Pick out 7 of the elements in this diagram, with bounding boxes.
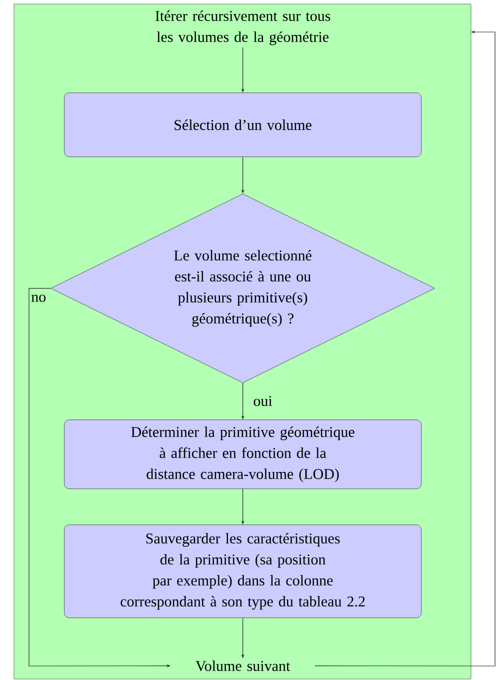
process-box: Sélection d’un volume xyxy=(64,92,422,157)
process-box: Déterminer la primitive géométrique à afficher en fonction de la distance camera-volume (LOD) xyxy=(64,420,422,489)
edge-label: no xyxy=(31,294,46,302)
edge-label: oui xyxy=(254,396,272,406)
step-text: Volume suivant xyxy=(196,660,290,672)
process-box: Sauvegarder les caractéristiques de la primitive (sa position par exemple) dans la colonne correspondant à son type du tableau 2.2 xyxy=(64,524,422,618)
step-text: Itérer récursivement sur tous les volumes de la géométrie xyxy=(155,10,330,46)
